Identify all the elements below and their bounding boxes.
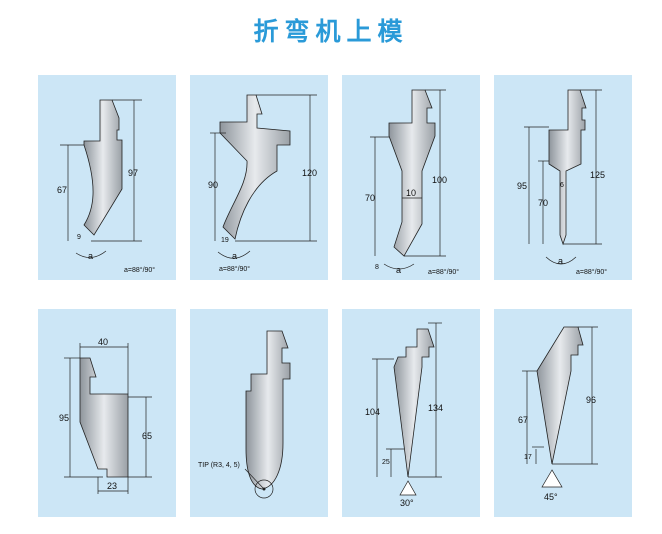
dim-label: 120: [302, 168, 317, 178]
tool-panel-8: 96 67 17 45°: [494, 309, 632, 517]
dim-label: 70: [365, 193, 375, 203]
tool-drawing-1: 97 67 9 a a=88°/90°: [57, 99, 155, 274]
dim-label: 70: [538, 198, 548, 208]
angle-label: a: [88, 251, 93, 261]
angle-note: a=88°/90°: [576, 268, 607, 276]
tool-drawing-7: 134 104 25 30°: [365, 322, 443, 508]
tool-drawing-5: 40 95 65 23: [59, 337, 152, 494]
tool-panel-3: 10 100 70 8 a a=88°/90°: [342, 75, 480, 280]
dim-label: 96: [586, 395, 596, 405]
dim-label: 17: [524, 454, 532, 461]
dim-label: 67: [57, 185, 67, 195]
tool-panel-2: 120 90 19 a a=88°/90°: [190, 75, 328, 280]
angle-label: 45°: [544, 492, 558, 502]
tool-drawing-2: 120 90 19 a a=88°/90°: [208, 94, 317, 273]
angle-label: a: [232, 251, 237, 261]
dim-label: 97: [128, 168, 138, 178]
tool-panel-1: 97 67 9 a a=88°/90°: [38, 75, 176, 280]
tip-note: TIP (R3, 4, 5): [198, 462, 240, 469]
dim-label: 67: [518, 415, 528, 425]
tool-drawing-4: 125 95 70 6 a a=88°/90°: [517, 89, 607, 276]
angle-note: a=88°/90°: [428, 268, 459, 276]
tool-drawing-3: 10 100 70 8 a a=88°/90°: [365, 89, 459, 276]
tool-panel-6: TIP (R3, 4, 5): [190, 309, 328, 517]
dim-label: 6: [560, 182, 564, 189]
dim-label: 100: [432, 175, 447, 185]
dim-label: 8: [375, 264, 379, 271]
angle-note: a=88°/90°: [124, 266, 155, 274]
dim-label: 95: [59, 413, 69, 423]
dim-label: 90: [208, 180, 218, 190]
angle-label: a: [396, 265, 401, 275]
dim-label: 10: [406, 188, 416, 198]
tool-panel-4: 125 95 70 6 a a=88°/90°: [494, 75, 632, 280]
tool-drawing-8: 96 67 17 45°: [518, 326, 598, 502]
dim-label: 104: [365, 407, 380, 417]
dim-label: 125: [590, 170, 605, 180]
tool-panel-7: 134 104 25 30°: [342, 309, 480, 517]
dim-label: 95: [517, 181, 527, 191]
dim-label: 19: [221, 237, 229, 244]
dim-label: 25: [382, 459, 390, 466]
tool-drawing-6: TIP (R3, 4, 5): [198, 330, 291, 499]
angle-note: a=88°/90°: [219, 265, 250, 273]
dim-label: 9: [77, 234, 81, 241]
angle-label: a: [558, 256, 563, 266]
dim-label: 23: [107, 481, 117, 491]
dim-label: 134: [428, 403, 443, 413]
dim-label: 40: [98, 337, 108, 347]
angle-label: 30°: [400, 498, 414, 508]
page-title: 折弯机上模: [253, 17, 409, 46]
dim-label: 65: [142, 431, 152, 441]
tool-panel-5: 40 95 65 23: [38, 309, 176, 517]
